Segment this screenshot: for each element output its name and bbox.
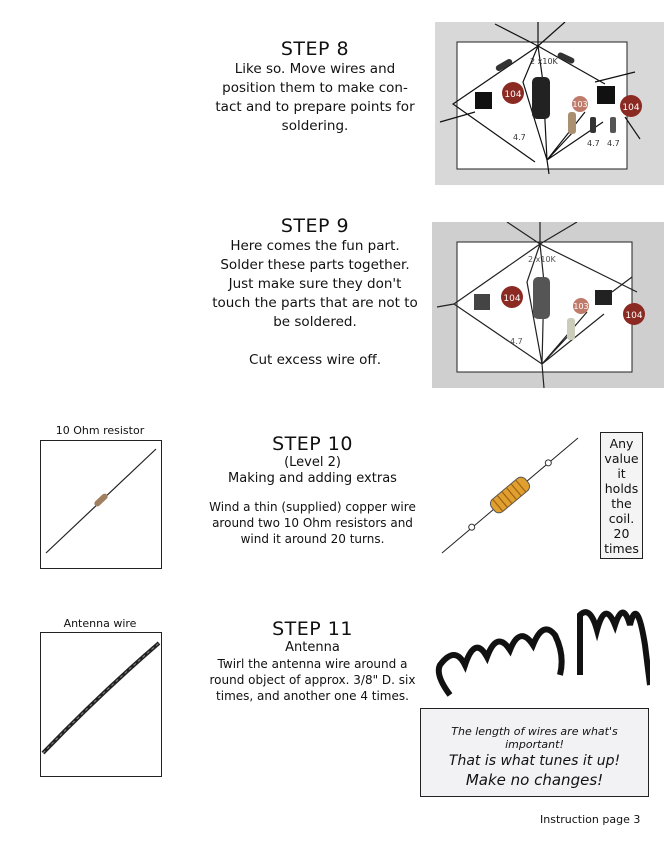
antenna-caption: Antenna wire bbox=[63, 617, 137, 630]
coil-note-text: Any value it holds the coil. 20 times bbox=[604, 436, 639, 556]
step-10-text: Wind a thin (supplied) copper wire aroun… bbox=[209, 500, 416, 546]
cap-label: 104 bbox=[622, 103, 639, 113]
step-9: STEP 9 Here comes the fun part. Solder t… bbox=[200, 215, 430, 370]
step-10-level: (Level 2) bbox=[284, 455, 341, 470]
step-10: STEP 10 (Level 2) Making and adding extr… bbox=[200, 433, 425, 547]
step-11-subtitle: Antenna bbox=[285, 640, 340, 655]
resistor-label: 2 x10K bbox=[530, 57, 559, 66]
cap-label: 103 bbox=[572, 100, 587, 109]
step-9-text: Here comes the fun part. Solder these pa… bbox=[212, 238, 418, 368]
cap-label: 103 bbox=[573, 302, 588, 311]
step-10-subtitle: Making and adding extras bbox=[228, 471, 397, 486]
step-11-title: STEP 11 bbox=[272, 618, 353, 640]
resistor-photo bbox=[40, 440, 162, 569]
warning-line-3: Make no changes! bbox=[465, 771, 604, 789]
coil-illustration bbox=[441, 437, 579, 554]
resistor-caption: 10 Ohm resistor bbox=[55, 424, 145, 437]
step-8-title: STEP 8 bbox=[280, 38, 350, 60]
warning-line-1: The length of wires are what's important… bbox=[451, 725, 618, 751]
cap-label: 104 bbox=[504, 90, 521, 100]
step-9-title: STEP 9 bbox=[280, 215, 350, 237]
step-11-text: Twirl the antenna wire around a round ob… bbox=[209, 657, 416, 703]
resistor-label: 4.7 bbox=[513, 133, 526, 142]
step-8: STEP 8 Like so. Move wires and position … bbox=[205, 38, 425, 136]
antenna-wire-photo bbox=[40, 632, 162, 777]
cap-label: 104 bbox=[625, 311, 642, 321]
resistor-label: 4.7 bbox=[510, 337, 523, 346]
antenna-coils-illustration bbox=[435, 609, 650, 697]
resistor-label: 4.7 bbox=[587, 139, 600, 148]
step-9-circuit-photo: 104 103 104 2 x10K 4.7 bbox=[432, 222, 664, 388]
resistor-label: 2 x10K bbox=[528, 255, 557, 264]
resistor-label: 4.7 bbox=[607, 139, 620, 148]
step-8-text: Like so. Move wires and position them to… bbox=[215, 61, 415, 134]
coil-note-box: Any value it holds the coil. 20 times bbox=[600, 432, 643, 559]
step-11: STEP 11 Antenna Twirl the antenna wire a… bbox=[200, 618, 425, 704]
step-8-circuit-photo: 104 103 104 2 x10K 4.7 4.7 4.7 bbox=[435, 22, 664, 185]
warning-line-2: That is what tunes it up! bbox=[448, 753, 621, 769]
warning-box: The length of wires are what's important… bbox=[420, 708, 649, 797]
cap-label: 104 bbox=[503, 294, 520, 304]
step-10-title: STEP 10 bbox=[272, 433, 353, 455]
page-footer: Instruction page 3 bbox=[540, 813, 641, 826]
